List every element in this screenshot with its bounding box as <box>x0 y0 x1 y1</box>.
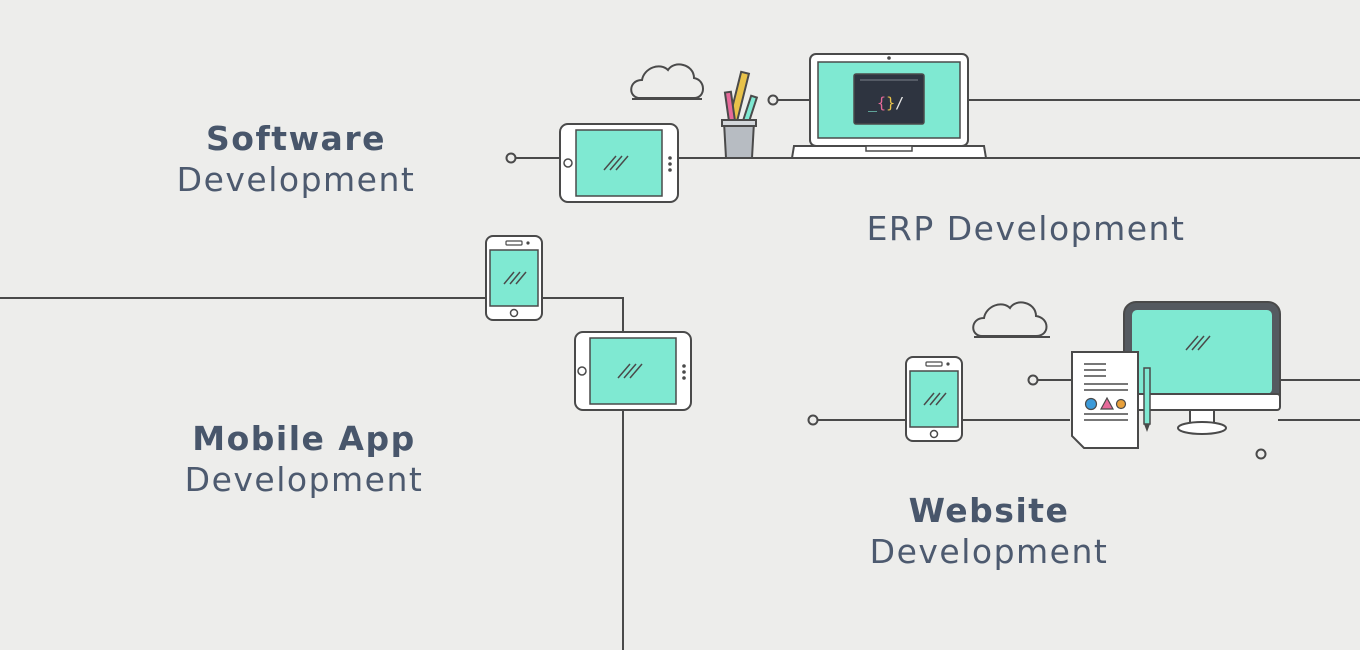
service-label-erp: ERP Development <box>840 208 1212 249</box>
service-subtitle: Development <box>934 209 1186 248</box>
code-braces-icon: _{}/ <box>868 94 904 112</box>
cloud-icon <box>630 63 704 99</box>
tablet-icon <box>574 331 692 411</box>
service-subtitle: Development <box>184 460 424 500</box>
tablet-icon <box>559 123 679 203</box>
service-title: Website <box>908 491 1070 530</box>
service-subtitle: Development <box>869 532 1109 572</box>
cloud-icon <box>972 301 1048 337</box>
phone-icon <box>485 235 543 321</box>
service-label-software: Software Development <box>160 118 432 201</box>
service-title: ERP <box>866 209 935 248</box>
service-label-mobile-app: Mobile App Development <box>166 418 442 501</box>
service-title: Mobile App <box>192 419 416 458</box>
service-title: Software <box>206 119 386 158</box>
service-label-website: Website Development <box>850 490 1128 573</box>
document-icon <box>1071 351 1151 449</box>
pencil-cup-icon <box>721 70 759 159</box>
phone-icon <box>905 356 963 442</box>
monitor-icon <box>1123 301 1281 435</box>
connector-nodes <box>505 94 1267 460</box>
service-subtitle: Development <box>176 160 416 200</box>
laptop-icon: _{}/ <box>790 53 988 159</box>
